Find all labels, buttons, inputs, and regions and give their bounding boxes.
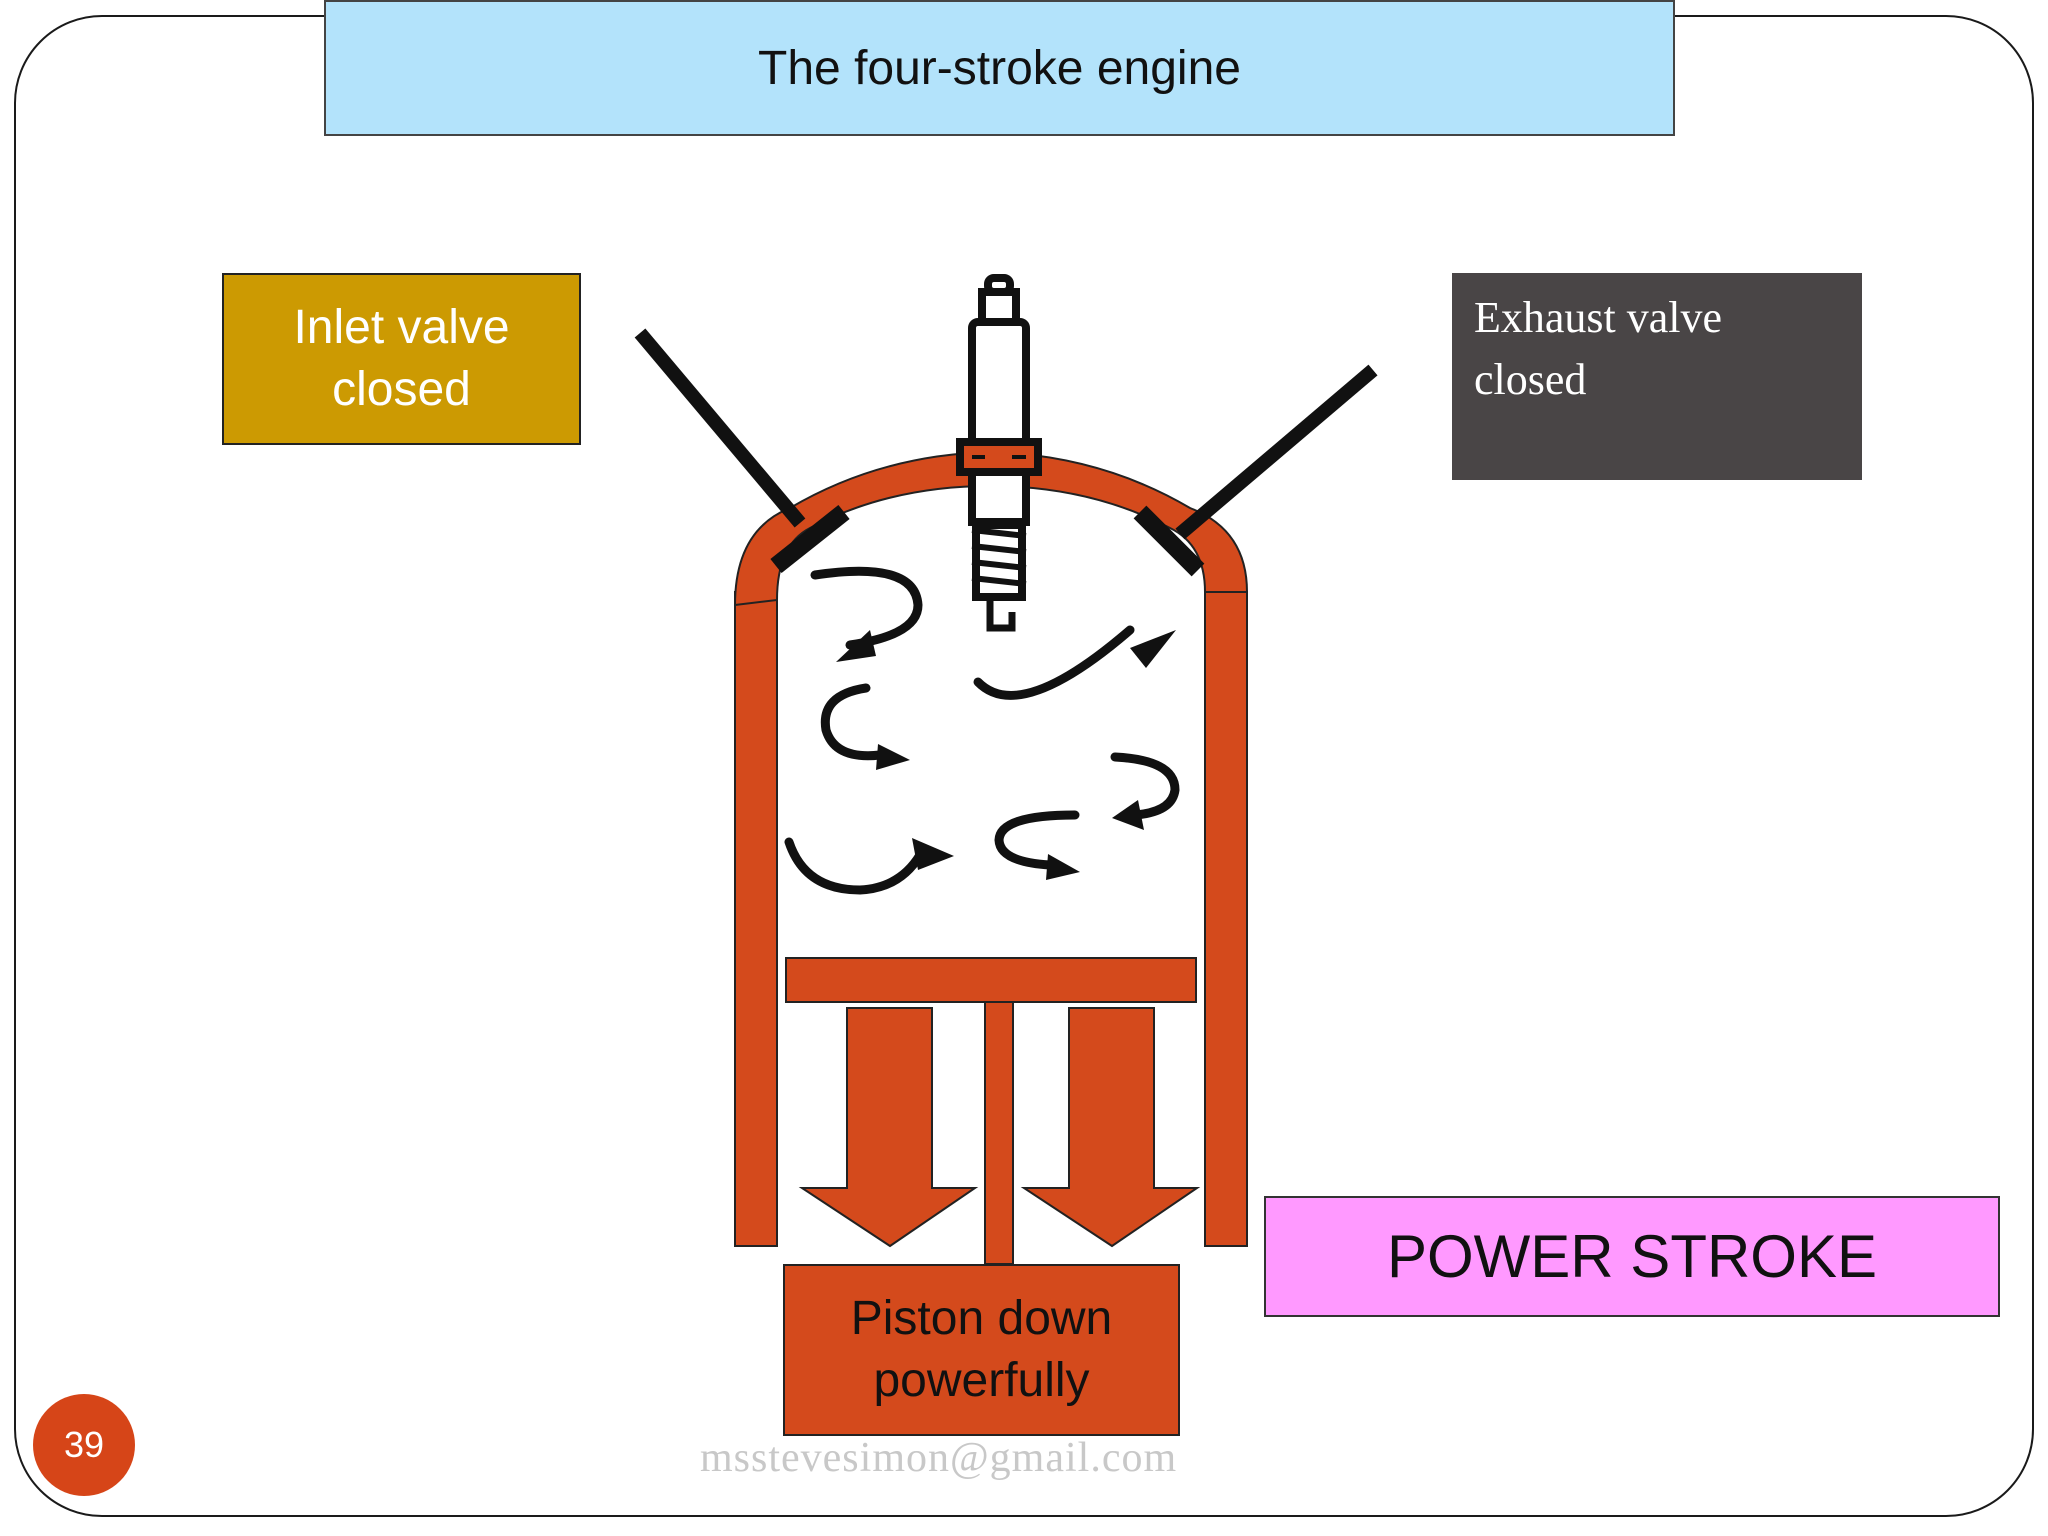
cylinder-head [733,450,1249,607]
cylinder-left-wall [734,591,778,1247]
down-arrow-icon [1020,1007,1201,1248]
connecting-rod [984,1001,1014,1265]
swirl-arrow-heads [836,630,1176,880]
piston-label-line2: powerfully [873,1354,1090,1407]
inlet-label-line1: Inlet valve [293,301,510,354]
slide-title-text: The four-stroke engine [758,41,1241,95]
exhaust-label-line1: Exhaust valve [1474,293,1723,342]
spark-plug-icon [956,274,1042,632]
exhaust-valve-stem [1175,364,1378,540]
stroke-name-label: POWER STROKE [1264,1196,2000,1317]
piston-label: Piston down powerfully [783,1264,1180,1436]
page-number-text: 39 [63,1424,105,1465]
inlet-valve-stem [634,328,806,528]
inlet-label-line2: closed [332,363,471,416]
piston-crown [785,957,1197,1003]
slide-title: The four-stroke engine [324,0,1675,136]
exhaust-valve-label: Exhaust valve closed [1452,273,1862,480]
exhaust-valve-head [1133,505,1205,577]
exhaust-label-line2: closed [1474,355,1587,404]
swirl-arrow-icon [784,566,1180,895]
page-number-badge: 39 [33,1394,135,1496]
inlet-valve-head [770,504,850,574]
piston-label-line1: Piston down [850,1292,1113,1345]
watermark-email: mssteve­simon@gmail.com [700,1435,1178,1481]
inlet-valve-label: Inlet valve closed [222,273,581,445]
down-arrow-icon [798,1007,979,1248]
stroke-name-text: POWER STROKE [1386,1223,1878,1290]
cylinder-right-wall [1204,591,1248,1247]
